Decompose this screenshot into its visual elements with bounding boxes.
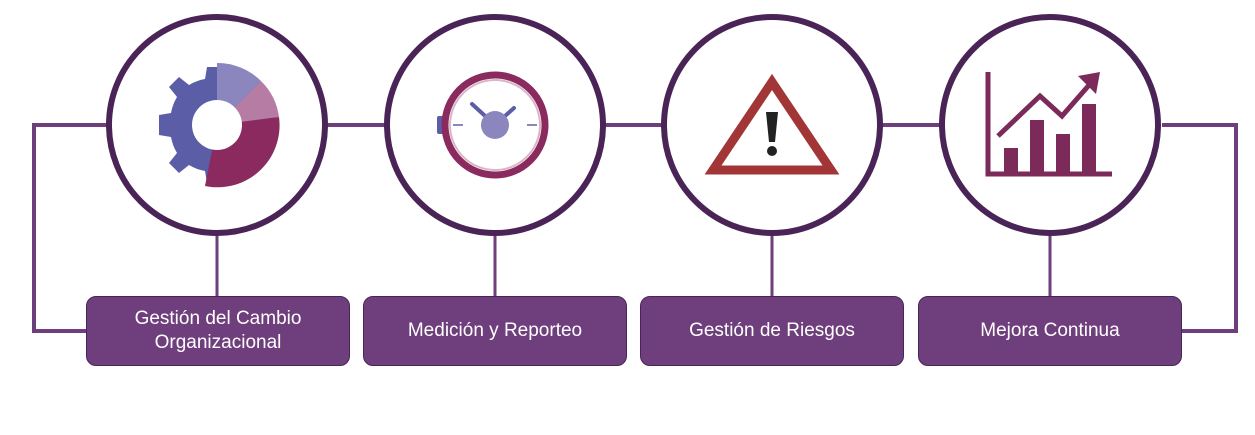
step-label-2: Medición y Reporteo — [407, 320, 583, 341]
step-label-box-2: Medición y Reporteo — [363, 296, 627, 366]
step-circle-1 — [106, 14, 328, 236]
stopwatch-icon — [437, 71, 549, 179]
step-label-4: Mejora Continua — [980, 320, 1120, 341]
step-label-box-4: Mejora Continua — [918, 296, 1182, 366]
step-circle-4 — [939, 14, 1161, 236]
warning-triangle-icon — [704, 73, 840, 175]
step-circle-2 — [384, 14, 606, 236]
step-label-box-1: Gestión del Cambio Organizacional — [86, 296, 350, 366]
step-circle-3 — [661, 14, 883, 236]
step-label-1: Gestión del Cambio Organizacional — [134, 308, 302, 353]
right-frame-connector — [1162, 123, 1238, 333]
gear-icon — [159, 62, 280, 188]
step-label-3: Gestión de Riesgos — [689, 320, 855, 341]
left-frame-connector — [32, 123, 107, 333]
step-label-box-3: Gestión de Riesgos — [640, 296, 904, 366]
bar-chart-growth-icon — [985, 72, 1112, 177]
